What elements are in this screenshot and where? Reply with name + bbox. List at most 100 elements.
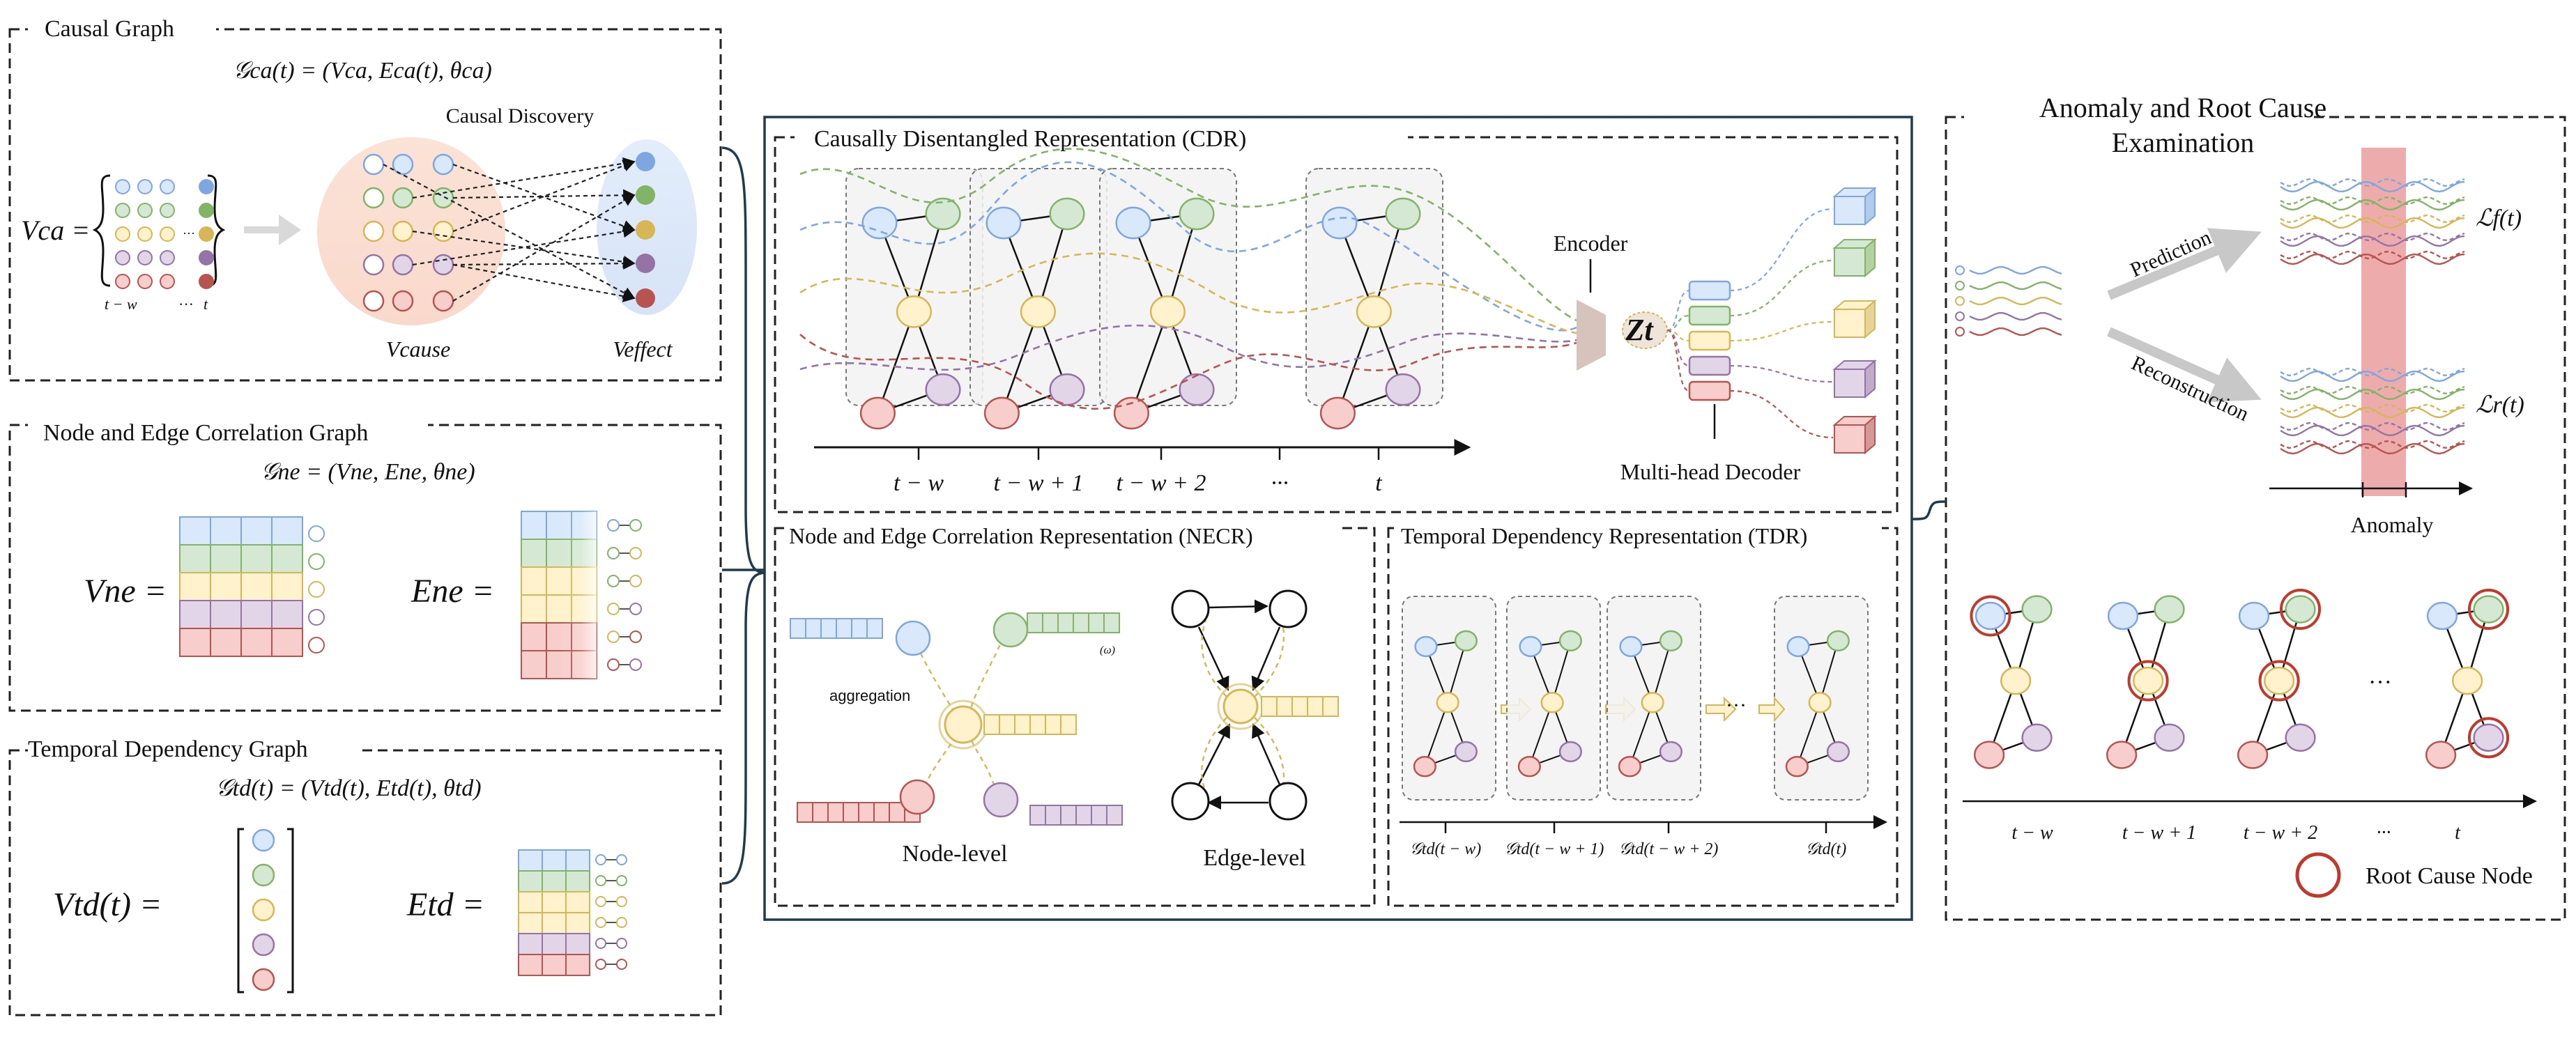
vca-dot: [115, 203, 130, 218]
node-feature-cell: [790, 618, 806, 639]
graph-node: [1113, 396, 1149, 430]
reconstruction-arrow: [2107, 327, 2262, 403]
causal-edge: [452, 160, 636, 233]
graph-node: [1786, 635, 1810, 658]
causal-edge: [412, 230, 636, 268]
decoder-label: Multi-head Decoder: [1620, 459, 1801, 484]
arce-prediction-wave: [2280, 199, 2465, 211]
arce-tick-label: t: [2455, 822, 2461, 844]
tdr-tick-label: 𝒢td(t − w + 1): [1505, 840, 1604, 858]
graph-edge: [1337, 311, 1375, 414]
cdr-title: Causally Disentangled Representation (CD…: [814, 126, 1246, 152]
vca-dot: [137, 179, 153, 194]
graph-node: [986, 206, 1022, 240]
necr-title: Node and Edge Correlation Representation…: [789, 523, 1253, 548]
causal-arrows: [383, 157, 636, 302]
etd-node: [595, 896, 606, 907]
graph-node: [2285, 723, 2316, 752]
vne-cell: [210, 544, 242, 573]
vne-node: [308, 553, 325, 570]
graph-node: [1659, 630, 1682, 651]
vca-axis-start: t − w: [105, 295, 137, 313]
vtd-brackets: [237, 828, 294, 994]
graph-node: [2238, 601, 2270, 631]
vca-dot: [160, 274, 175, 289]
arce-reconstruction-wave: [2280, 370, 2465, 382]
root-cause-legend-label: Root Cause Node: [2366, 863, 2533, 889]
node-feature-cell: [1045, 714, 1061, 735]
causal-edge: [383, 164, 636, 299]
edge-feature-cell: [1291, 696, 1308, 717]
cause-node: [362, 220, 385, 242]
graph-node: [2473, 723, 2504, 752]
cdr-wave: [799, 252, 1577, 334]
td-graph-panel: [8, 749, 722, 1017]
ene-node: [629, 603, 642, 615]
cdr-wave: [799, 148, 1577, 322]
decoder-head: [1688, 305, 1731, 326]
decoder-output-link: [1729, 259, 1834, 317]
cdr-graph-cards: [845, 168, 1443, 430]
graph-edge: [1424, 702, 1449, 767]
cdr-card: [969, 168, 1107, 406]
tdr-tick-label: 𝒢td(t − w + 2): [1619, 840, 1719, 858]
vne-node: [308, 609, 325, 626]
graph-node: [1540, 692, 1564, 713]
graph-node: [2021, 595, 2053, 624]
node-feature-cell: [843, 802, 859, 823]
arce-input-wave: [1969, 281, 2062, 290]
arce-prediction-wave-dashed: [2280, 250, 2465, 260]
edge-level-node: [1171, 782, 1210, 821]
vca-dot: [199, 250, 214, 265]
effect-node: [636, 185, 655, 205]
vca-dot: [199, 179, 214, 194]
ene-fade: [558, 511, 597, 679]
etd-node: [595, 875, 606, 886]
ene-node: [629, 658, 642, 671]
ene-node: [607, 575, 620, 587]
graph-edge: [1629, 702, 1654, 767]
tdr-tick-label: 𝒢td(t): [1806, 840, 1846, 858]
decoder-link: [1666, 329, 1690, 392]
edge-feature-cell: [1261, 696, 1278, 717]
graph-edge: [1167, 213, 1198, 312]
vca-dot: [115, 226, 130, 242]
prediction-arrow: [2107, 228, 2262, 300]
ene-node: [629, 519, 642, 532]
graph-node: [2154, 723, 2185, 752]
arce-reconstruction-wave: [2280, 424, 2465, 437]
vne-cell: [240, 572, 273, 601]
graph-node: [1049, 373, 1085, 406]
graph-node: [1826, 630, 1850, 651]
neighbor-node: [992, 612, 1029, 648]
decoder-head: [1688, 380, 1731, 401]
edge-level-label: Edge-level: [1203, 845, 1305, 871]
vca-dot: [160, 226, 175, 242]
arce-input-wave: [1969, 327, 2062, 336]
arce-title-line2: Examination: [2112, 127, 2254, 158]
cause-node: [362, 153, 385, 176]
necr-node-level: [790, 612, 1123, 826]
etd-cell: [565, 891, 590, 913]
etd-label: Etd =: [406, 886, 484, 923]
arce-reconstruction-wave: [2280, 442, 2465, 455]
node-feature-cell: [1103, 612, 1120, 633]
vca-label: Vca =: [21, 215, 90, 246]
output-cube-side: [1864, 359, 1876, 399]
graph-node: [1385, 373, 1421, 406]
node-feature-cell: [1106, 805, 1123, 826]
graph-node: [1413, 756, 1436, 778]
arce-panel: [1945, 116, 2566, 921]
vca-arrow: [244, 215, 301, 245]
etd-cell: [565, 912, 590, 934]
edge-level-node: [1268, 589, 1308, 628]
graph-node: [1517, 756, 1541, 778]
graph-node: [1179, 197, 1215, 231]
cause-node: [362, 254, 385, 276]
etd-cell: [518, 870, 543, 892]
etd-grid: [518, 849, 627, 976]
node-feature-cell: [1091, 805, 1107, 826]
cdr-tick-label: t − w + 2: [1116, 470, 1206, 496]
